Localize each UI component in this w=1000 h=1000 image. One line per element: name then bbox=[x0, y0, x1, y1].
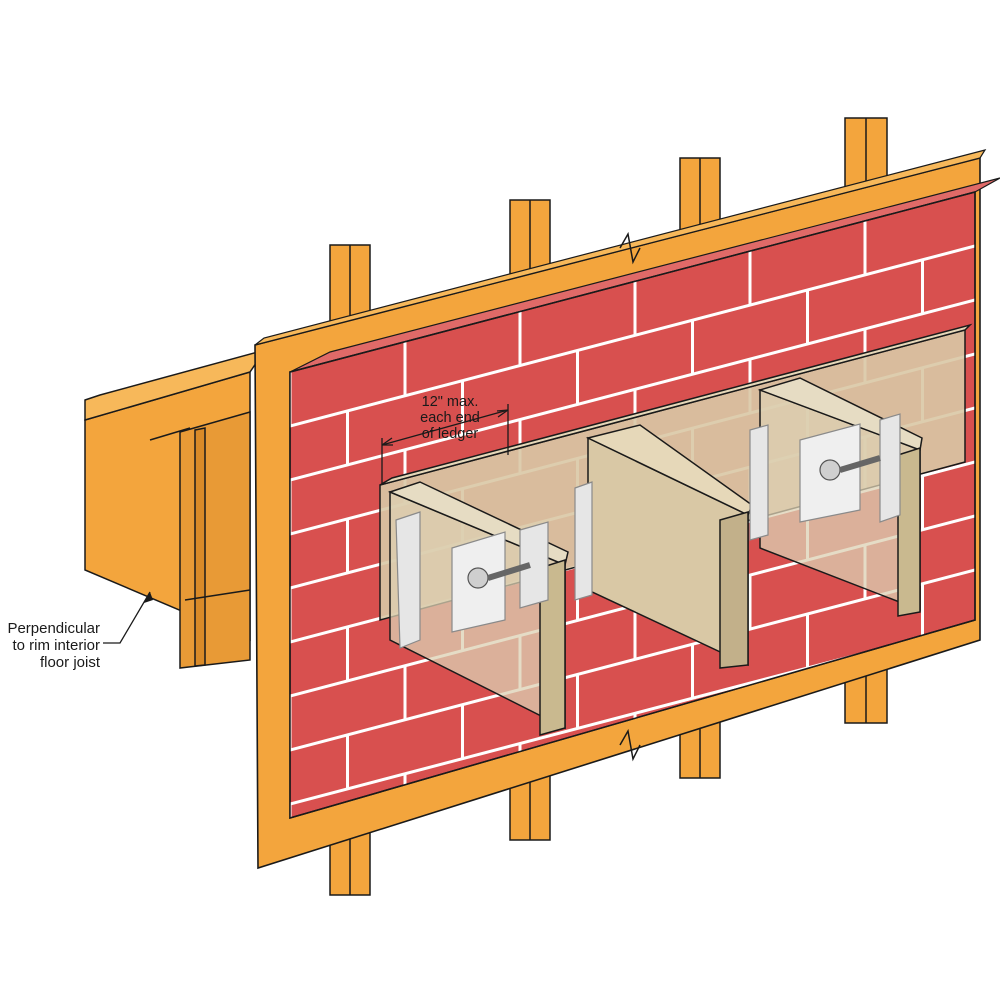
callout-leader bbox=[103, 591, 151, 644]
callout-perpendicular-line-1: Perpendicular bbox=[7, 620, 100, 637]
callout-dimension: 12" max. each end of ledger bbox=[404, 394, 496, 442]
mortar-bed-joint bbox=[290, 568, 975, 752]
callout-dimension-line-2: each end bbox=[420, 410, 480, 426]
joist-hanger-icon bbox=[395, 413, 901, 649]
joist-middle bbox=[585, 424, 753, 669]
callout-perpendicular: Perpendicular to rim interior floor jois… bbox=[0, 620, 100, 671]
callout-dimension-line-3: of ledger bbox=[421, 426, 479, 442]
callout-perpendicular-line-3: floor joist bbox=[39, 654, 100, 671]
dimension-12in bbox=[381, 404, 509, 485]
mortar-bed-joint bbox=[290, 244, 975, 428]
bolt-icon bbox=[467, 455, 881, 589]
interior-floor-joist bbox=[84, 348, 267, 669]
callout-dimension-line-1: 12" max. bbox=[421, 394, 479, 410]
callout-perpendicular-line-2: to rim interior bbox=[12, 637, 100, 654]
